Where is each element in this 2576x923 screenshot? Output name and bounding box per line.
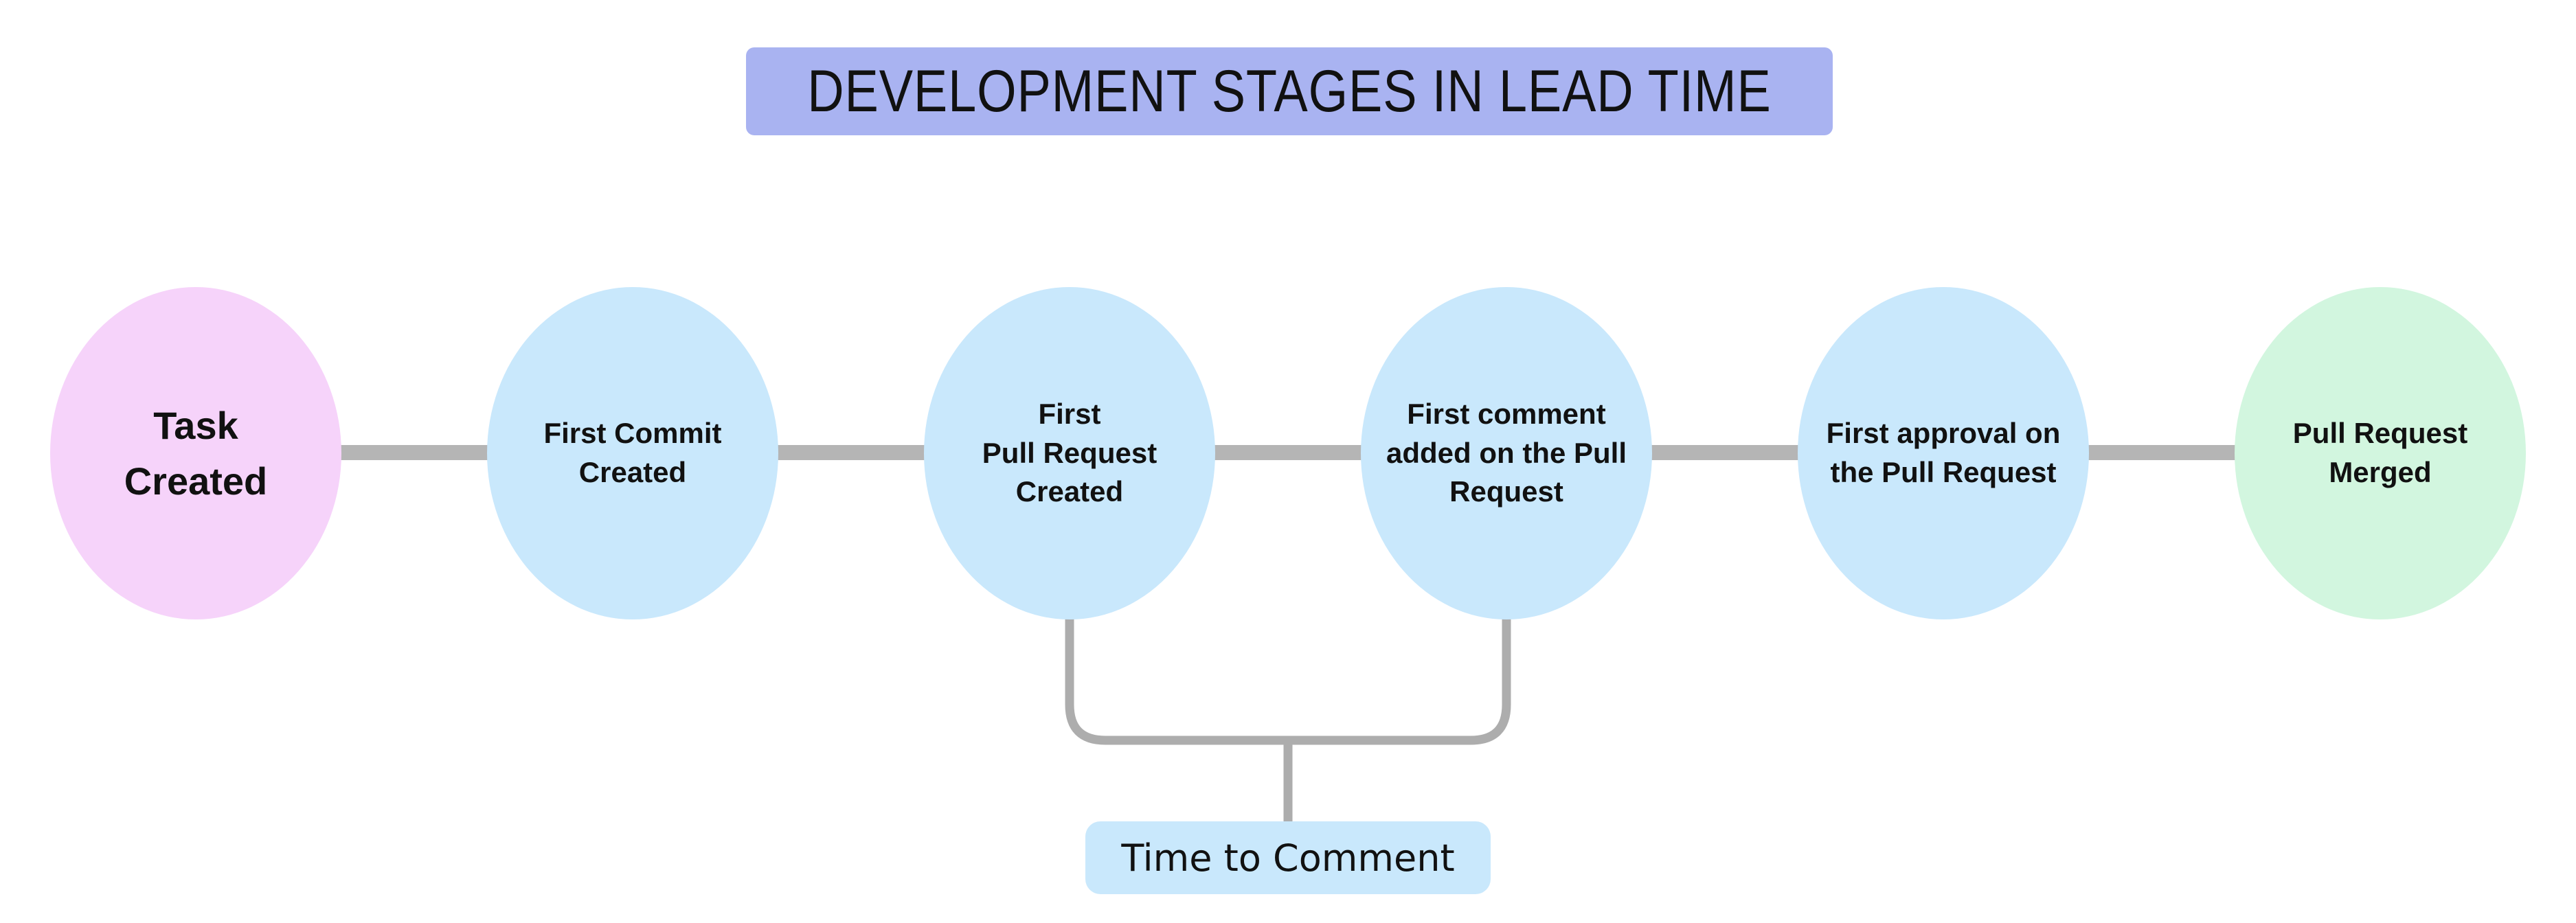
bracket-curve xyxy=(1065,611,1511,745)
stage-node-first-comment: First comment added on the Pull Request xyxy=(1361,287,1652,619)
title-banner: DEVELOPMENT STAGES IN LEAD TIME xyxy=(746,47,1833,135)
stage-label: First Pull Request Created xyxy=(982,397,1157,508)
stage-label: First approval on the Pull Request xyxy=(1826,417,2061,488)
stage-label: First Commit Created xyxy=(543,417,722,488)
stage-node-first-approval: First approval on the Pull Request xyxy=(1798,287,2089,619)
annotation-text: Time to Comment xyxy=(1121,836,1455,880)
stage-label: Pull Request Merged xyxy=(2292,417,2468,488)
stage-node-first-commit: First Commit Created xyxy=(487,287,778,619)
stage-label: Task Created xyxy=(124,403,268,503)
stage-label: First comment added on the Pull Request xyxy=(1386,397,1627,508)
stage-node-task-created: Task Created xyxy=(50,287,341,619)
time-to-comment-label: Time to Comment xyxy=(1085,821,1491,894)
stage-node-pull-request-merged: Pull Request Merged xyxy=(2235,287,2526,619)
stage-node-first-pull-request: First Pull Request Created xyxy=(924,287,1215,619)
page-title: DEVELOPMENT STAGES IN LEAD TIME xyxy=(807,58,1772,124)
